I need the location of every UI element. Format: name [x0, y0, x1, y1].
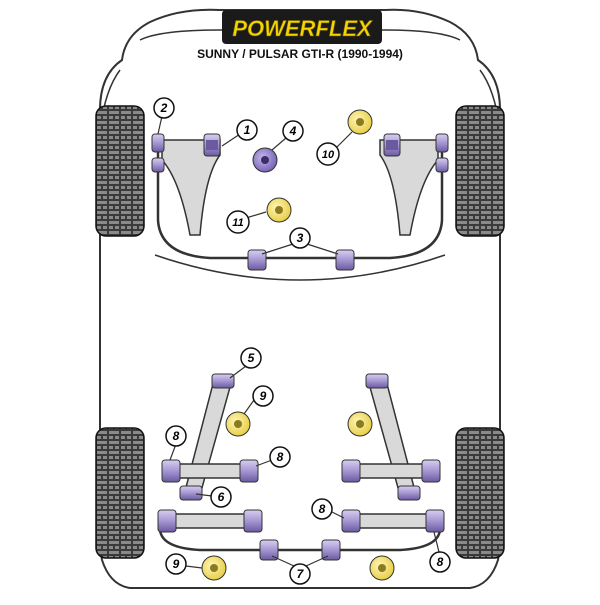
leader-7b — [305, 555, 329, 567]
svg-text:8: 8 — [173, 429, 180, 443]
callout-5: 5 — [240, 347, 262, 369]
leader-8c — [331, 511, 345, 519]
callout-1: 1 — [236, 119, 258, 141]
svg-text:4: 4 — [289, 124, 297, 138]
callout-8-right-lower: 8 — [429, 551, 451, 573]
brand-logo: POWERFLEX — [232, 16, 373, 41]
bushing-2-drop-link-left — [151, 133, 165, 173]
vehicle-subtitle: SUNNY / PULSAR GTI-R (1990-1994) — [197, 47, 403, 61]
front-right-tyre — [455, 105, 505, 237]
bushing-9-discs — [201, 411, 395, 581]
callout-7: 7 — [289, 563, 311, 585]
callout-10: 10 — [316, 142, 340, 166]
leader-4 — [271, 137, 287, 151]
bushing-5-radius-arm-front-left — [211, 373, 235, 389]
callout-2: 2 — [153, 97, 175, 119]
svg-text:7: 7 — [297, 567, 305, 581]
brand-logo-backing — [222, 10, 382, 44]
callout-9-upper: 9 — [252, 385, 274, 407]
callout-8-center-lower: 8 — [311, 498, 333, 520]
callout-4: 4 — [282, 120, 304, 142]
leader-9b — [185, 565, 203, 569]
rear-right-upper-link — [353, 463, 425, 479]
svg-text:8: 8 — [277, 450, 284, 464]
svg-text:8: 8 — [319, 502, 326, 516]
svg-text:10: 10 — [322, 149, 335, 161]
bushing-5-radius-arm-front-right — [365, 373, 389, 389]
leader-7a — [271, 555, 295, 567]
svg-text:5: 5 — [248, 351, 255, 365]
svg-text:2: 2 — [160, 101, 168, 115]
rear-right-tyre — [455, 427, 505, 559]
callout-8-left-upper: 8 — [165, 425, 187, 447]
leader-1 — [221, 133, 241, 147]
svg-text:9: 9 — [173, 557, 180, 571]
car-body-outline — [96, 8, 504, 589]
rear-left-tyre — [95, 427, 145, 559]
front-right-wishbone — [379, 139, 439, 236]
bushing-2-drop-link-right — [435, 133, 449, 173]
front-left-tyre — [95, 105, 145, 237]
callout-6: 6 — [210, 486, 232, 508]
svg-text:9: 9 — [260, 389, 267, 403]
bushing-7-rear-arb-left — [259, 539, 279, 561]
leader-5 — [229, 365, 247, 379]
rear-right-lower-link — [349, 513, 431, 529]
rear-left-upper-link — [175, 463, 247, 479]
bushing-1-front-right — [383, 133, 401, 157]
leader-3a — [261, 243, 294, 255]
svg-text:3: 3 — [297, 231, 304, 245]
callout-9-lower: 9 — [165, 553, 187, 575]
front-body-curve — [154, 254, 446, 281]
leader-10 — [335, 131, 353, 149]
bushing-3-front-arb-right — [335, 249, 355, 271]
front-anti-roll-bar — [156, 150, 444, 260]
bushing-11-disc — [266, 197, 292, 223]
front-left-wishbone — [161, 139, 221, 236]
bushing-7-rear-arb-right — [321, 539, 341, 561]
callout-8-center-upper: 8 — [269, 446, 291, 468]
leader-9a — [243, 399, 255, 415]
bushing-8-links — [157, 459, 445, 533]
bushing-4-disc — [252, 147, 278, 173]
callout-3: 3 — [289, 227, 311, 249]
svg-text:8: 8 — [437, 555, 444, 569]
leader-6 — [195, 493, 213, 497]
svg-text:6: 6 — [218, 490, 225, 504]
leader-8b — [255, 459, 273, 467]
leader-3b — [306, 243, 339, 255]
windscreen-line — [139, 29, 461, 41]
rear-anti-roll-bar — [158, 520, 442, 552]
leader-2 — [157, 115, 163, 135]
rear-left-lower-link — [169, 513, 251, 529]
bushing-10-disc — [347, 109, 373, 135]
callout-11: 11 — [226, 210, 250, 234]
bushing-1-front-left — [203, 133, 221, 157]
bushing-3-front-arb-left — [247, 249, 267, 271]
svg-text:1: 1 — [244, 123, 251, 137]
bushing-6-radius-arm-rear-right — [397, 485, 421, 501]
bushing-6-radius-arm-rear-left — [179, 485, 203, 501]
leader-11 — [245, 211, 267, 219]
svg-text:11: 11 — [232, 217, 243, 229]
